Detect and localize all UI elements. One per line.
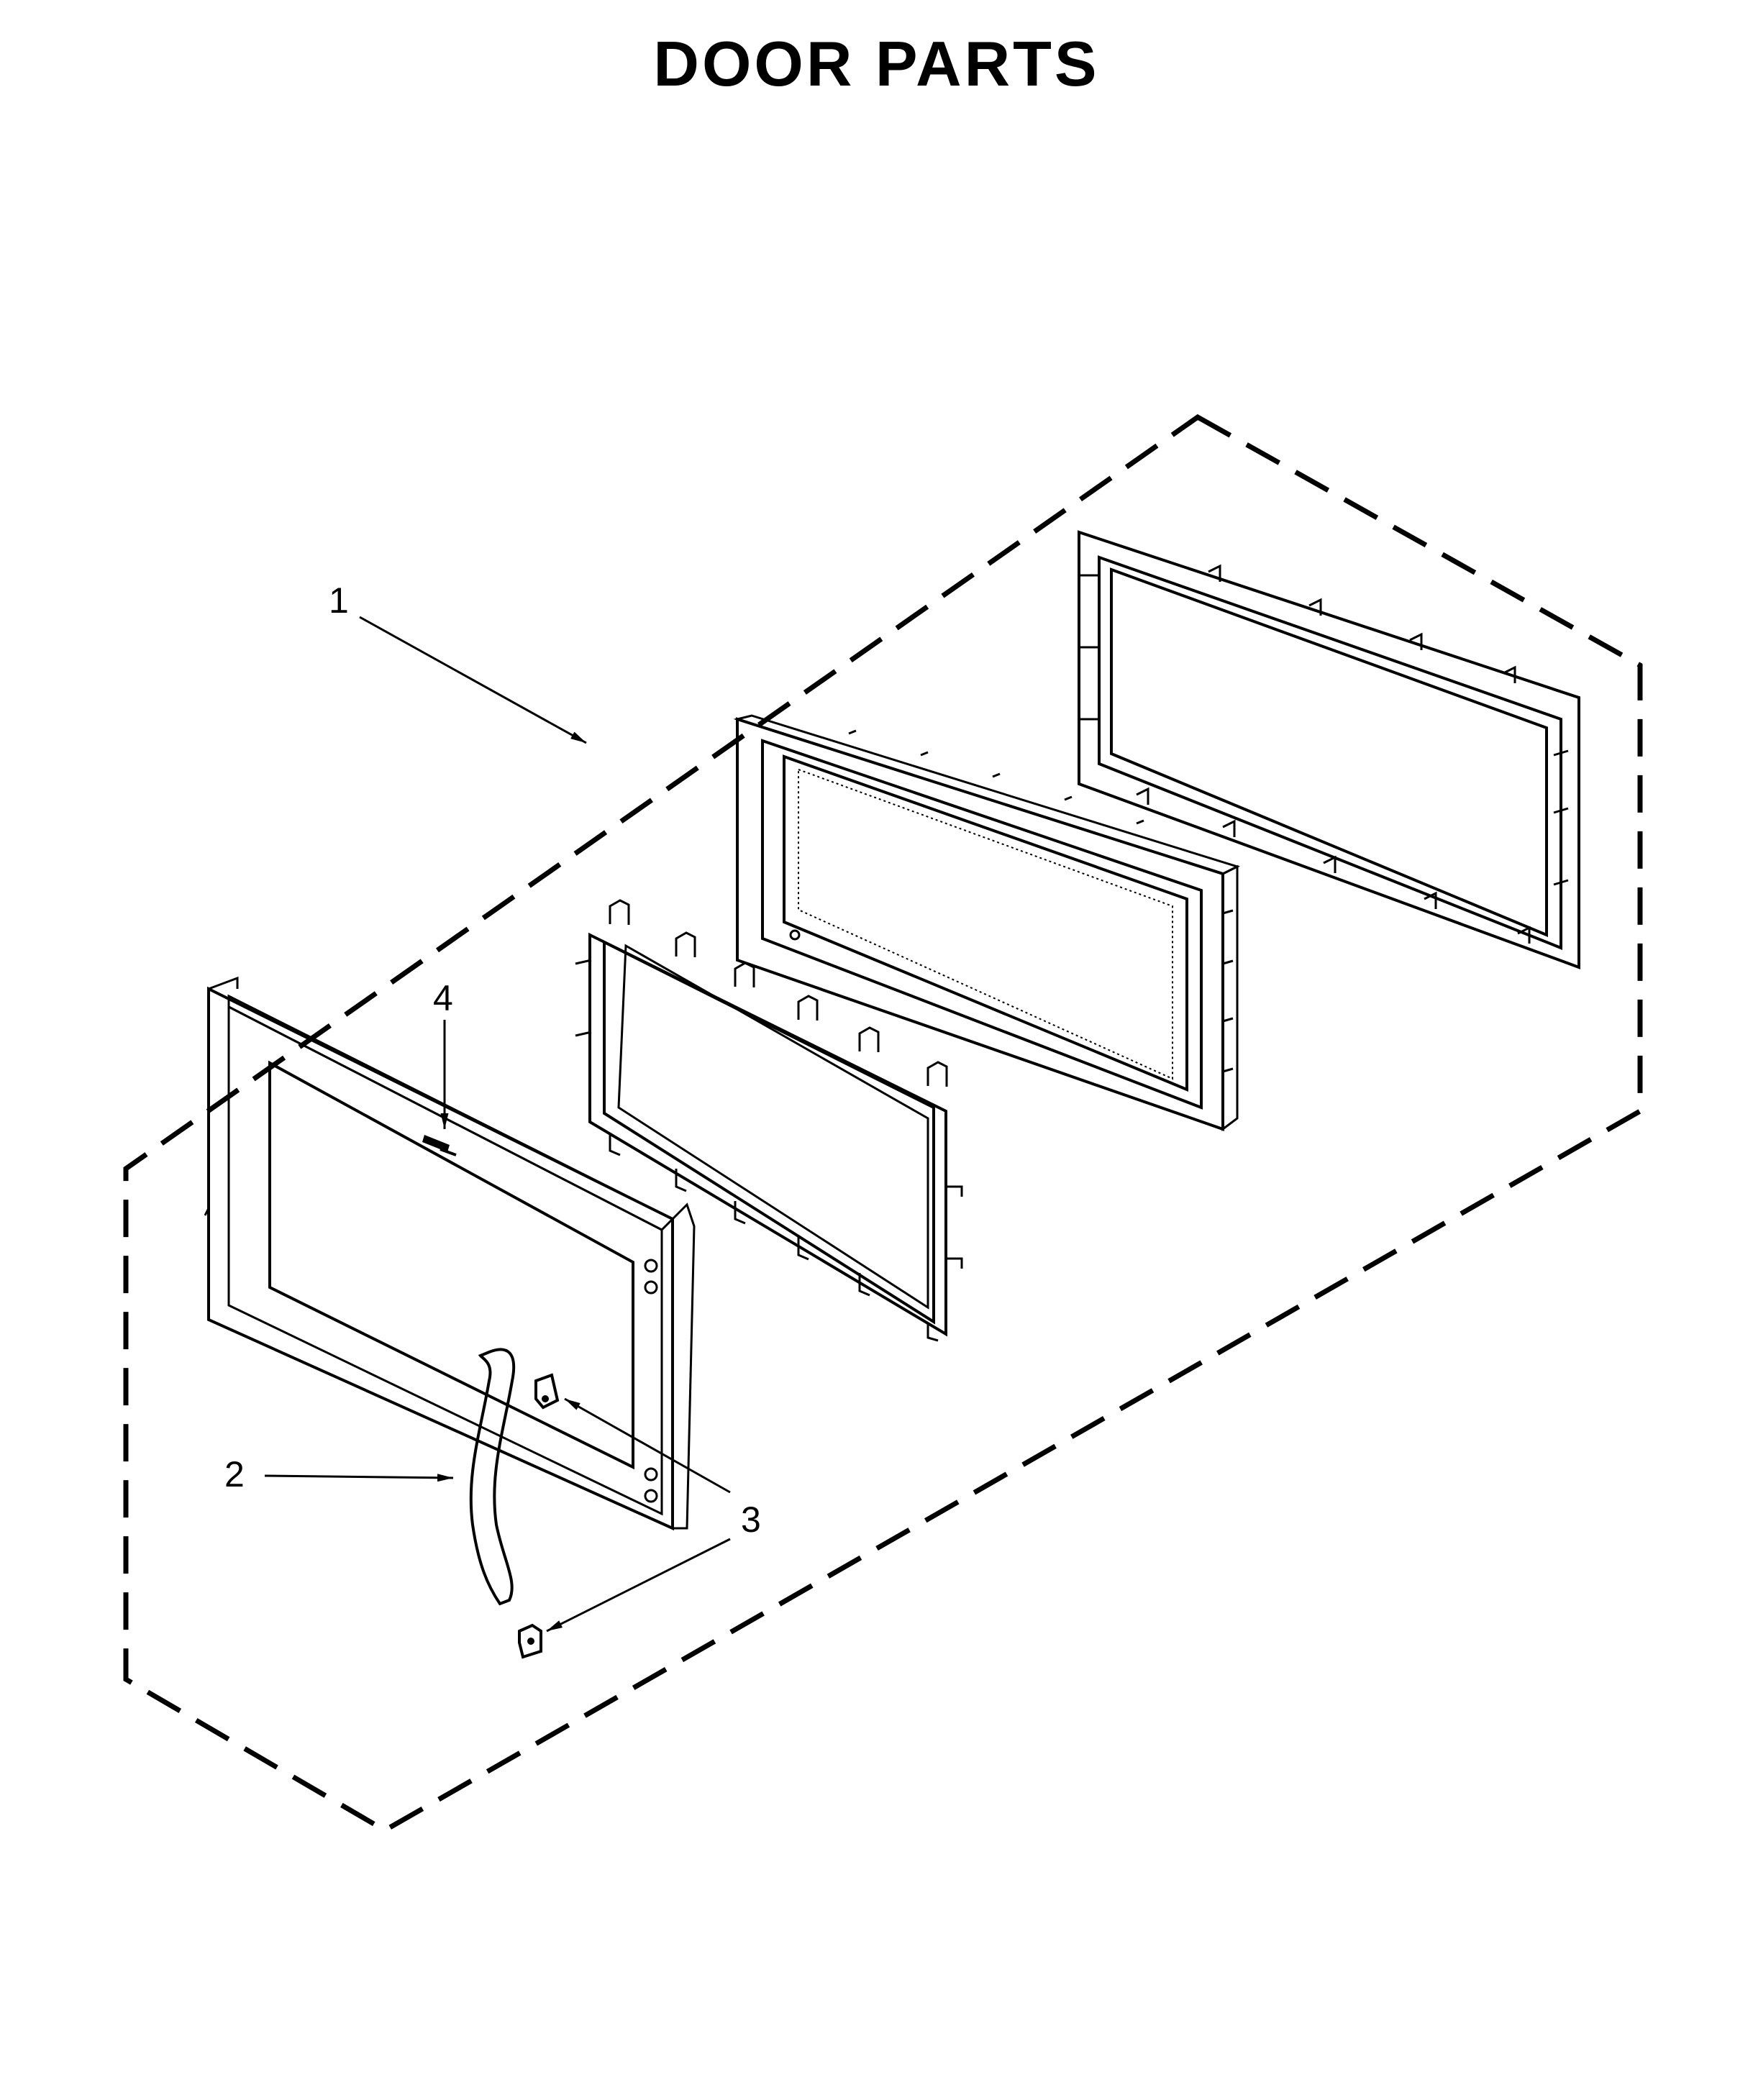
- handle-cap-upper: [534, 1373, 560, 1410]
- logo-badge: [422, 1135, 457, 1156]
- callout-4: 4: [433, 978, 453, 1018]
- callout-2: 2: [224, 1454, 245, 1494]
- inner-door-panel: [733, 714, 1241, 1131]
- door-frame: [575, 899, 963, 1342]
- handle-cap-lower: [518, 1623, 542, 1659]
- callout-3: 3: [741, 1499, 761, 1540]
- rear-choke-frame: [1078, 530, 1580, 969]
- page-title: DOOR PARTS: [653, 28, 1100, 99]
- callout-1: 1: [329, 580, 349, 621]
- outer-door: [204, 976, 696, 1531]
- leader-lines: [264, 616, 731, 1633]
- door-handle: [469, 1348, 516, 1606]
- assembly-boundary: [123, 414, 1643, 1834]
